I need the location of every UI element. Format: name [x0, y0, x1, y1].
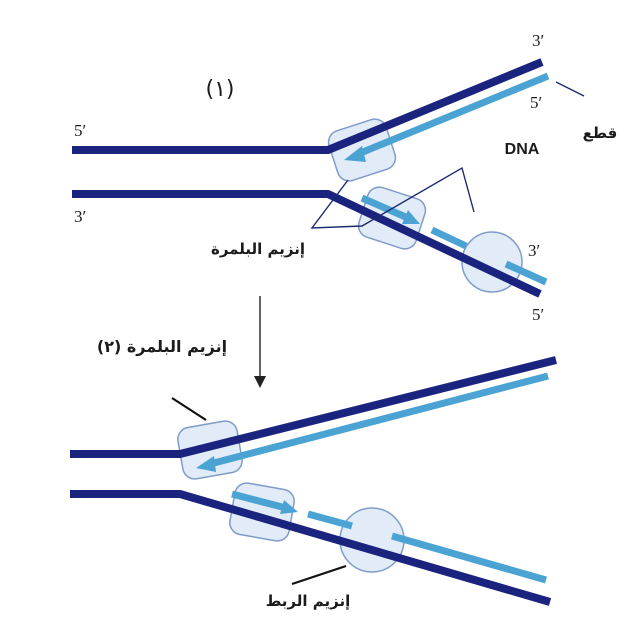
okazaki-fragment-1	[360, 194, 410, 222]
leading-strand-arrowhead-2	[196, 456, 216, 472]
polymerase-pointer-2	[171, 397, 207, 421]
end-label-light-top: 5′	[530, 93, 542, 112]
panel-one: (١) 5′ 3′ 5′ 3′ 3′ 5′ قطع DNA إنزيم البل…	[72, 31, 617, 324]
okazaki-fragment-5	[307, 510, 353, 530]
okazaki-arrowhead-4	[280, 500, 298, 514]
parent-strand-top	[72, 58, 544, 154]
leading-strand-arrowhead	[344, 146, 366, 162]
fragments-label-arabic: قطع	[583, 124, 618, 142]
parent-strand-bottom-2	[70, 490, 552, 606]
okazaki-fragment-6	[391, 532, 547, 584]
leading-strand-new	[356, 72, 550, 158]
okazaki-arrowhead-1	[402, 210, 420, 224]
fragments-label-dna: DNA	[505, 141, 540, 158]
polymerase-label: إنزيم البلمرة	[211, 240, 305, 258]
okazaki-fragment-3	[504, 260, 548, 286]
parent-strand-bottom	[72, 190, 542, 298]
end-label-bottom-left: 3′	[74, 207, 86, 226]
okazaki-fragment-2	[430, 226, 468, 250]
end-label-bottom-right: 5′	[532, 305, 544, 324]
parent-strand-top-2	[70, 356, 557, 458]
panel-two: إنزيم الربط	[70, 356, 557, 610]
end-label-top-right: 3′	[532, 31, 544, 50]
leading-strand-new-2	[209, 372, 549, 468]
end-label-light-bottom: 3′	[528, 241, 540, 260]
end-label-top-left: 5′	[74, 121, 86, 140]
transition-arrow	[254, 296, 266, 388]
step-two-label: إنزيم البلمرة (٢)	[97, 337, 227, 356]
okazaki-fragment-4	[231, 490, 287, 512]
ligase-pointer	[291, 564, 347, 586]
ligase-label: إنزيم الربط	[266, 592, 351, 610]
step-one-label: (١)	[205, 77, 234, 102]
polymerase-pointer	[310, 166, 475, 229]
fragments-pointer	[555, 81, 585, 97]
